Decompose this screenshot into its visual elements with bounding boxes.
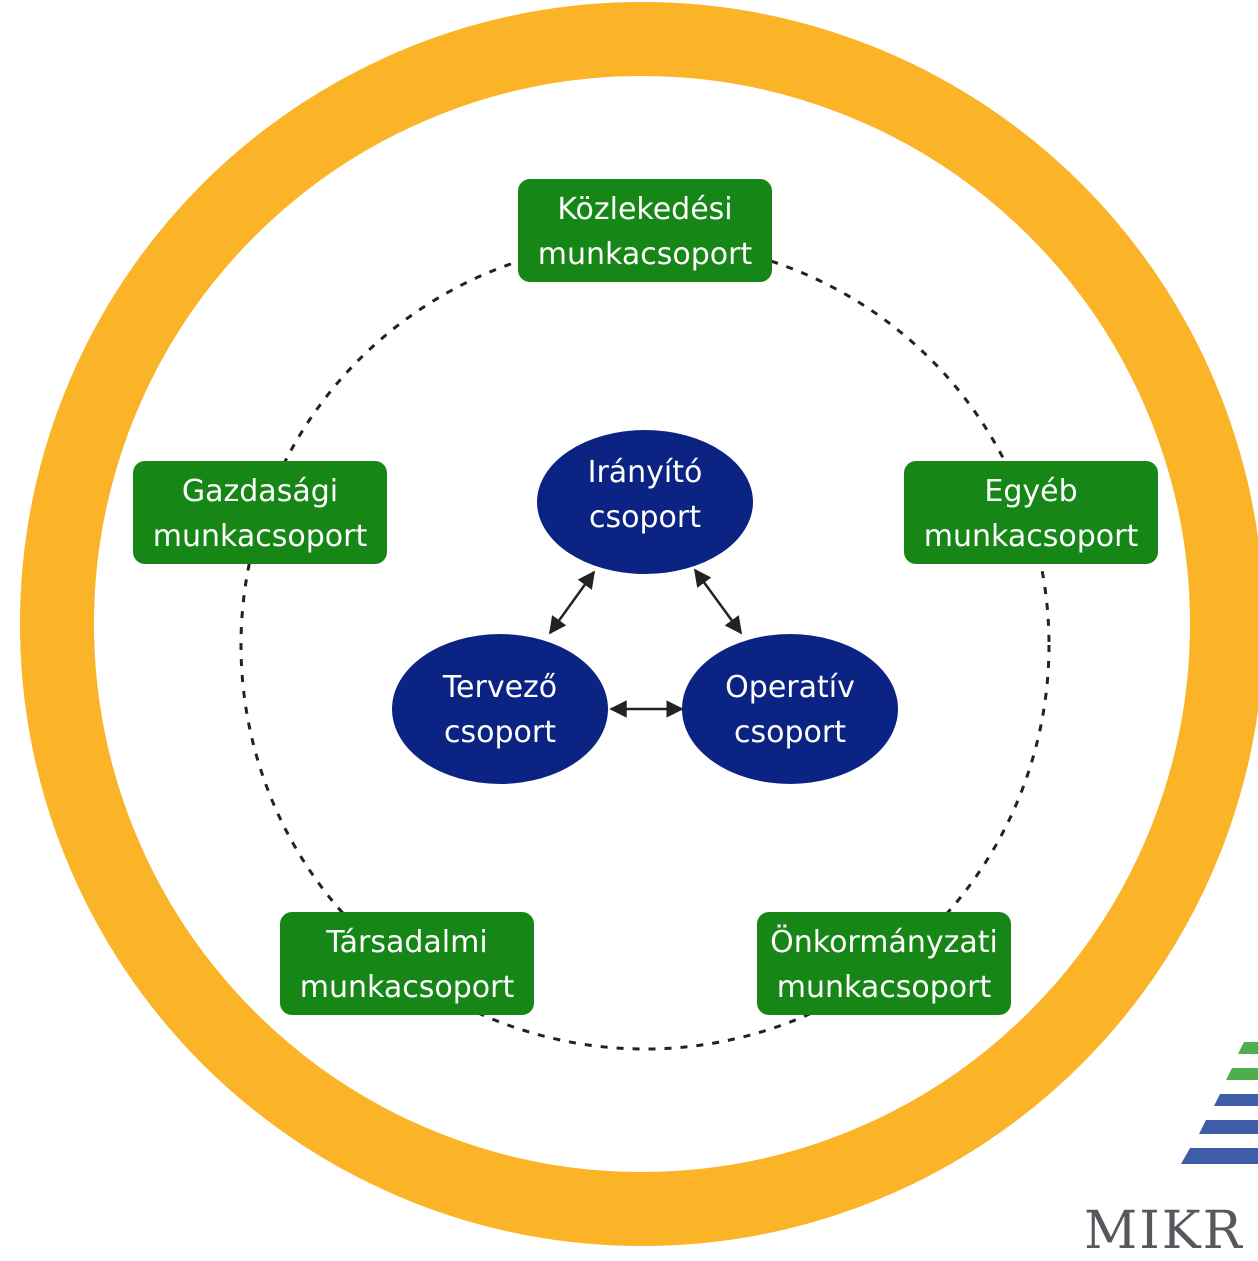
- working-group-tarsadalmi: Társadalmi munkacsoport: [280, 912, 534, 1015]
- working-group-label-line1: Önkormányzati: [770, 924, 998, 960]
- core-group-shape: [537, 430, 753, 574]
- logo-wordmark: MIKR: [1084, 1201, 1244, 1261]
- working-group-label-line1: Gazdasági: [182, 474, 338, 509]
- working-group-label-line2: munkacsoport: [300, 970, 515, 1005]
- connector-iranyito-operativ: [693, 568, 743, 635]
- working-group-label-line1: Társadalmi: [325, 925, 487, 960]
- working-group-label-line1: Közlekedési: [557, 192, 732, 227]
- core-group-label-line1: Operatív: [725, 670, 855, 705]
- stacked-stripes-logo-icon: [1181, 1042, 1258, 1164]
- core-group-shape: [392, 634, 608, 784]
- core-group-operativ: Operatív csoport: [682, 634, 898, 784]
- working-group-box: [280, 912, 534, 1015]
- core-group-label-line2: csoport: [734, 715, 846, 750]
- working-group-kozlekedesi: Közlekedési munkacsoport: [518, 179, 772, 282]
- connector-iranyito-tervezo: [548, 570, 596, 635]
- working-group-orbit: [239, 239, 1051, 1051]
- working-group-label-line2: munkacsoport: [153, 519, 368, 554]
- working-group-label-line1: Egyéb: [984, 474, 1077, 509]
- core-group-label-line1: Tervező: [442, 670, 557, 705]
- core-group-shape: [682, 634, 898, 784]
- working-group-label-line2: munkacsoport: [924, 519, 1139, 554]
- working-group-box: [757, 912, 1011, 1015]
- working-group-box: [133, 461, 387, 564]
- population-ring: [20, 2, 1258, 1246]
- working-group-label-line2: munkacsoport: [777, 970, 992, 1005]
- core-group-label-line2: csoport: [589, 500, 701, 535]
- working-group-box: [518, 179, 772, 282]
- core-group-tervezo: Tervező csoport: [392, 634, 608, 784]
- working-group-label-line2: munkacsoport: [538, 237, 753, 272]
- core-group-label-line1: Irányító: [588, 455, 703, 490]
- working-group-egyeb: Egyéb munkacsoport: [904, 461, 1158, 564]
- core-group-iranyito: Irányító csoport: [537, 430, 753, 574]
- working-group-box: [904, 461, 1158, 564]
- core-group-label-line2: csoport: [444, 715, 556, 750]
- working-group-gazdasagi: Gazdasági munkacsoport: [133, 461, 387, 564]
- working-group-onkormanyzati: Önkormányzati munkacsoport: [757, 912, 1011, 1015]
